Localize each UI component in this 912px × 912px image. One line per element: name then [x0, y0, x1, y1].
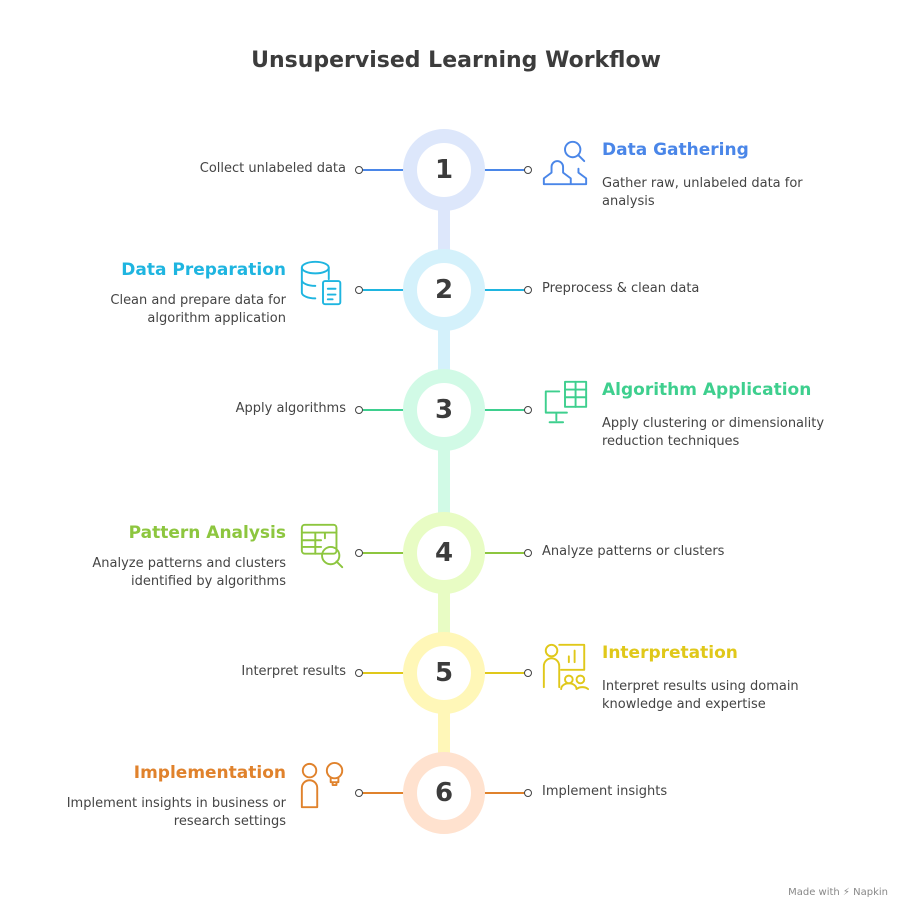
left-line: [362, 792, 404, 794]
step-heading: Algorithm Application: [602, 380, 812, 400]
step-number: 5: [434, 658, 454, 688]
step-description: Gather raw, unlabeled data for analysis: [602, 176, 803, 209]
step-number: 2: [434, 275, 454, 305]
step-short-label: Implement insights: [542, 784, 668, 799]
monitor-table-icon: [540, 378, 590, 428]
step-1-circle: 1: [403, 129, 485, 211]
right-dot: [524, 789, 532, 797]
step-heading: Pattern Analysis: [128, 523, 286, 543]
connector: [438, 713, 450, 753]
napkin-footer: Made with ⚡ Napkin: [788, 887, 888, 898]
connector: [438, 330, 450, 370]
left-dot: [355, 669, 363, 677]
step-heading: Implementation: [133, 763, 286, 783]
right-dot: [524, 166, 532, 174]
step-4-circle: 4: [403, 512, 485, 594]
step-description: Analyze patterns and clusters identified…: [92, 556, 286, 589]
right-line: [484, 409, 526, 411]
right-line: [484, 552, 526, 554]
left-dot: [355, 166, 363, 174]
right-dot: [524, 406, 532, 414]
step-number: 6: [434, 778, 454, 808]
step-3-circle: 3: [403, 369, 485, 451]
database-document-icon: [298, 258, 348, 308]
presentation-icon: [540, 641, 590, 691]
step-short-label: Preprocess & clean data: [542, 281, 700, 296]
step-number: 4: [434, 538, 454, 568]
left-dot: [355, 789, 363, 797]
diagram-title: Unsupervised Learning Workflow: [251, 48, 661, 73]
step-description: Interpret results using domain knowledge…: [602, 679, 799, 712]
person-lightbulb-icon: [298, 761, 348, 811]
step-heading: Data Gathering: [602, 140, 749, 160]
left-line: [362, 409, 404, 411]
left-line: [362, 289, 404, 291]
right-line: [484, 672, 526, 674]
step-heading: Interpretation: [602, 643, 738, 663]
step-5-circle: 5: [403, 632, 485, 714]
right-dot: [524, 286, 532, 294]
right-dot: [524, 549, 532, 557]
step-number: 1: [434, 155, 454, 185]
step-2-circle: 2: [403, 249, 485, 331]
left-dot: [355, 286, 363, 294]
step-heading: Data Preparation: [121, 260, 286, 280]
step-6-circle: 6: [403, 752, 485, 834]
users-search-icon: [540, 138, 590, 188]
connector: [438, 450, 450, 513]
left-dot: [355, 406, 363, 414]
left-dot: [355, 549, 363, 557]
left-line: [362, 552, 404, 554]
step-description: Apply clustering or dimensionality reduc…: [602, 416, 825, 449]
step-number: 3: [434, 395, 454, 425]
step-short-label: Apply algorithms: [235, 401, 346, 416]
step-description: Implement insights in business or resear…: [66, 796, 286, 829]
step-short-label: Collect unlabeled data: [199, 161, 346, 176]
left-line: [362, 169, 404, 171]
right-dot: [524, 669, 532, 677]
right-line: [484, 289, 526, 291]
step-description: Clean and prepare data for algorithm app…: [110, 293, 286, 326]
table-search-icon: [298, 521, 348, 571]
right-line: [484, 792, 526, 794]
left-line: [362, 672, 404, 674]
connector: [438, 593, 450, 633]
right-line: [484, 169, 526, 171]
step-short-label: Analyze patterns or clusters: [542, 544, 725, 559]
step-short-label: Interpret results: [241, 664, 346, 679]
connector: [438, 210, 450, 250]
